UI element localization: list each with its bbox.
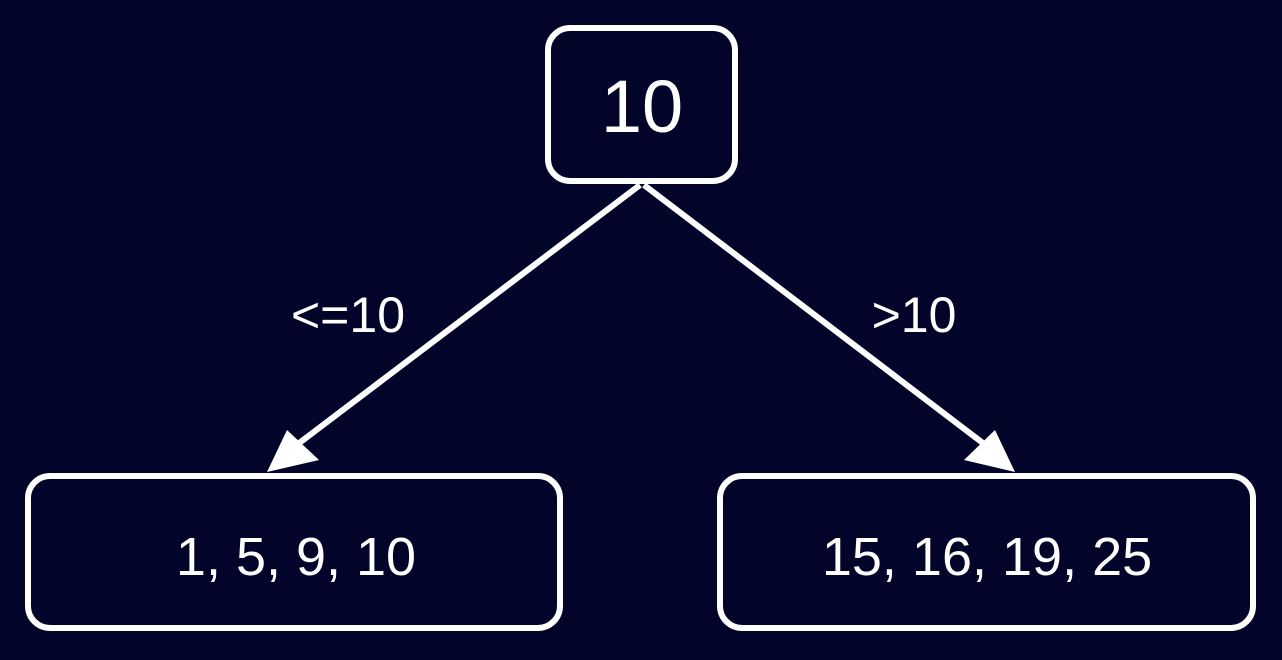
edge-right-arrowhead xyxy=(964,430,1015,472)
right-leaf-box xyxy=(717,473,1256,631)
root-node: 10 xyxy=(545,25,738,184)
root-node-box xyxy=(545,25,738,184)
left-leaf-label: 1, 5, 9, 10 xyxy=(176,527,416,587)
edge-right: >10 xyxy=(642,182,1015,472)
left-leaf-box xyxy=(25,473,563,631)
edge-left: <=10 xyxy=(267,182,642,472)
right-leaf-node: 15, 16, 19, 25 xyxy=(717,473,1256,631)
right-leaf-label: 15, 16, 19, 25 xyxy=(822,527,1152,587)
edge-left-arrowhead xyxy=(267,430,319,472)
edge-left-label: <=10 xyxy=(291,287,405,343)
left-leaf-node: 1, 5, 9, 10 xyxy=(25,473,563,631)
edge-left-line xyxy=(288,182,642,453)
edge-right-line xyxy=(642,182,994,453)
edge-right-label: >10 xyxy=(872,287,957,343)
root-node-label: 10 xyxy=(601,65,683,148)
